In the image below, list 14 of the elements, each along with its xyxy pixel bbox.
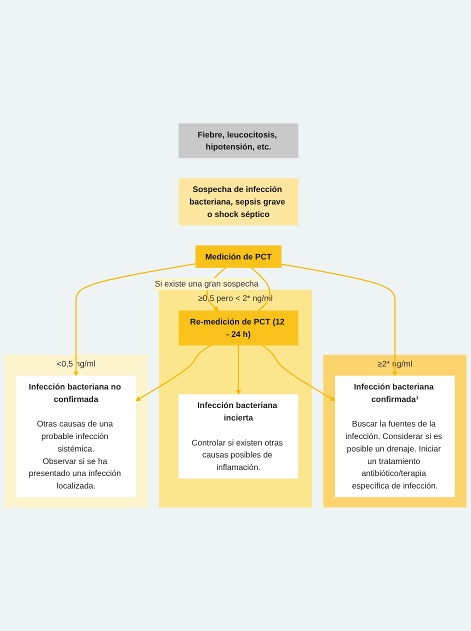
arrow xyxy=(236,345,242,395)
edge-label: Si existe una gran sospecha xyxy=(154,279,258,289)
arrow xyxy=(73,263,196,376)
node-box: Infección bacteriana no confirmada Otras causas de una probable infección sistémica. Observar si se ha presentado una infección localizada. xyxy=(16,376,136,498)
node-box: Medición de PCT xyxy=(195,246,282,268)
node-box: Sospecha de infección bacteriana, sepsis grave o shock séptico xyxy=(178,178,298,226)
arrow xyxy=(135,344,212,402)
node-box: Infección bacteriana incierta Controlar si existen otras causas posibles de inflamación. xyxy=(178,394,298,479)
arrow xyxy=(262,344,336,402)
node-box: Re-medición de PCT (12 - 24 h) xyxy=(178,310,298,346)
arrow xyxy=(281,264,398,376)
node-box: Fiebre, leucocitosis, hipotensión, etc. xyxy=(178,123,298,158)
node-box: Infección bacteriana confirmada¹ Buscar la fuentes de la infección. Considerar si es posible un drenaje. Iniciar un tratamiento antibiótico/terapia específica de infección. xyxy=(335,376,455,498)
connector xyxy=(250,267,270,312)
